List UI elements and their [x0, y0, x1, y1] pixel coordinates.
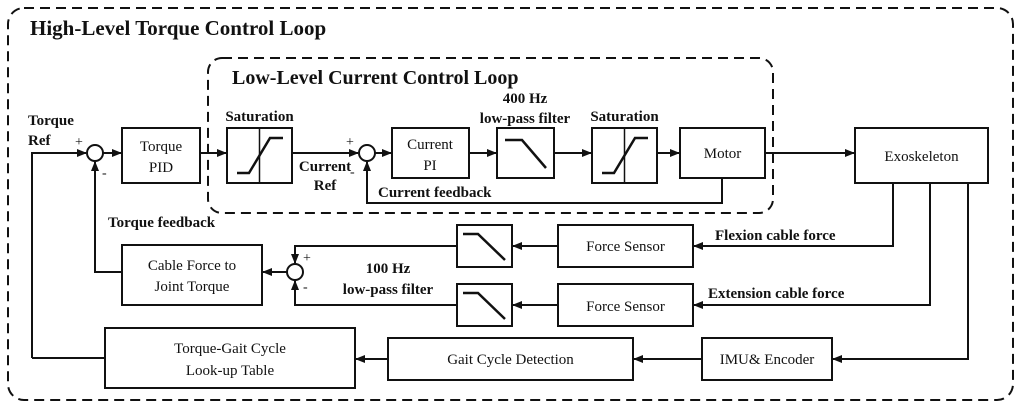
torque-ref-label-line1: Torque	[28, 113, 74, 129]
filter-bottom-to-sum-line	[291, 280, 457, 306]
force-sum-minus-sign: -	[303, 280, 308, 295]
low-level-loop-frame	[207, 57, 774, 214]
lowpass-filter-100-top-block	[456, 224, 513, 268]
saturation-label-2: Saturation	[590, 109, 659, 125]
svg-text:PI: PI	[423, 158, 436, 174]
extension-cable-force-label: Extension cable force	[708, 286, 845, 302]
current-feedback-line	[363, 161, 723, 204]
extension-cable-force-line	[693, 183, 931, 309]
filter-top-to-sum-line	[291, 245, 457, 264]
filter-400-label-line1: 400 Hz	[503, 91, 548, 107]
saturation-label-1: Saturation	[225, 109, 294, 125]
force-sensor-flexion-block: Force Sensor	[557, 224, 694, 268]
torque-summing-junction	[86, 144, 104, 162]
svg-text:PID: PID	[149, 160, 173, 176]
current-ref-label-line2: Ref	[314, 178, 337, 194]
flexion-cable-force-line	[693, 183, 894, 250]
saturation-block-1	[226, 127, 293, 184]
svg-text:Look-up Table: Look-up Table	[186, 363, 275, 379]
exoskeleton-block: Exoskeleton	[854, 127, 989, 184]
filter-100-label-line1: 100 Hz	[366, 261, 411, 277]
svg-text:Motor: Motor	[704, 146, 742, 162]
svg-text:Joint Torque: Joint Torque	[155, 279, 230, 295]
low-level-loop-title: Low-Level Current Control Loop	[232, 67, 518, 89]
force-sum-plus-sign: +	[303, 251, 311, 266]
torque-sum-plus-sign: +	[75, 135, 83, 150]
current-summing-junction	[358, 144, 376, 162]
svg-text:Current: Current	[407, 137, 454, 153]
cable-force-to-joint-torque-block: Cable Force to Joint Torque	[121, 244, 263, 306]
svg-text:Cable Force to: Cable Force to	[148, 258, 236, 274]
svg-text:Force Sensor: Force Sensor	[586, 299, 665, 315]
svg-text:Torque-Gait Cycle: Torque-Gait Cycle	[174, 341, 286, 357]
svg-text:Gait Cycle Detection: Gait Cycle Detection	[447, 352, 574, 368]
filter-400-label-line2: low-pass filter	[480, 111, 571, 127]
imu-encoder-line	[832, 183, 969, 363]
torque-sum-minus-sign: -	[102, 166, 107, 181]
lowpass-filter-100-bottom-block	[456, 283, 513, 327]
gait-cycle-detection-block: Gait Cycle Detection	[387, 337, 634, 381]
svg-text:IMU& Encoder: IMU& Encoder	[720, 352, 815, 368]
force-summing-junction	[286, 263, 304, 281]
high-level-loop-frame	[7, 7, 1014, 401]
torque-gait-cycle-lookup-table-block: Torque-Gait Cycle Look-up Table	[104, 327, 356, 389]
filter-100-label-line2: low-pass filter	[343, 282, 434, 298]
saturation-block-2	[591, 127, 658, 184]
high-level-loop-title: High-Level Torque Control Loop	[30, 16, 326, 40]
svg-text:Force Sensor: Force Sensor	[586, 239, 665, 255]
current-sum-minus-sign: -	[350, 165, 355, 180]
svg-text:Exoskeleton: Exoskeleton	[884, 149, 959, 165]
torque-feedback-label: Torque feedback	[108, 215, 216, 231]
svg-text:Torque: Torque	[140, 139, 183, 155]
lowpass-filter-400-block	[496, 127, 555, 179]
torque-pid-block: Torque PID	[121, 127, 201, 184]
force-sensor-extension-block: Force Sensor	[557, 283, 694, 327]
current-pi-block: Current PI	[391, 127, 470, 179]
torque-ref-line	[31, 149, 87, 358]
motor-block: Motor	[679, 127, 766, 179]
torque-ref-label-line2: Ref	[28, 133, 51, 149]
current-feedback-label: Current feedback	[378, 185, 492, 201]
current-sum-plus-sign: +	[346, 135, 354, 150]
flexion-cable-force-label: Flexion cable force	[715, 228, 836, 244]
torque-feedback-line	[91, 161, 122, 273]
current-ref-label-line1: Current	[299, 159, 351, 175]
imu-encoder-block: IMU& Encoder	[701, 337, 833, 381]
